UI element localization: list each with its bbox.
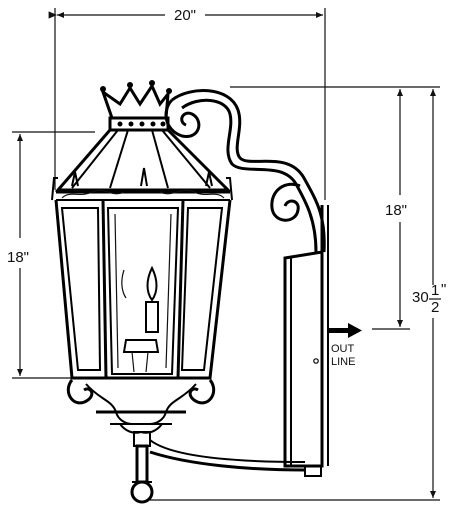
svg-text:30: 30 [412,289,429,306]
svg-text:": " [441,281,446,298]
overall-height-dimension [150,89,440,501]
width-label: 20" [174,7,196,24]
lantern-base-scrolls [66,379,216,434]
overall-height-label: 30 1 2 " [412,281,446,316]
svg-text:2: 2 [431,299,439,316]
scroll-bracket [149,89,326,472]
lantern-height-label: 18" [7,249,29,266]
lantern-stem-finial [130,431,154,504]
lantern-crown [100,80,172,132]
lantern-height-dimension [12,131,95,379]
bracket-height-dimension [230,86,440,330]
outlet-arrow-icon [329,323,362,338]
outlet-note-line2: LINE [331,356,355,368]
outlet-point [313,358,319,364]
width-dimension [48,8,326,200]
lantern-roof [51,128,233,201]
bracket-height-label: 18" [385,202,407,219]
candle-bulb [121,265,160,373]
lantern-body [54,199,232,380]
outlet-note-line1: OUT [331,343,355,355]
svg-text:1: 1 [431,282,439,299]
wall-backplate [283,205,329,477]
